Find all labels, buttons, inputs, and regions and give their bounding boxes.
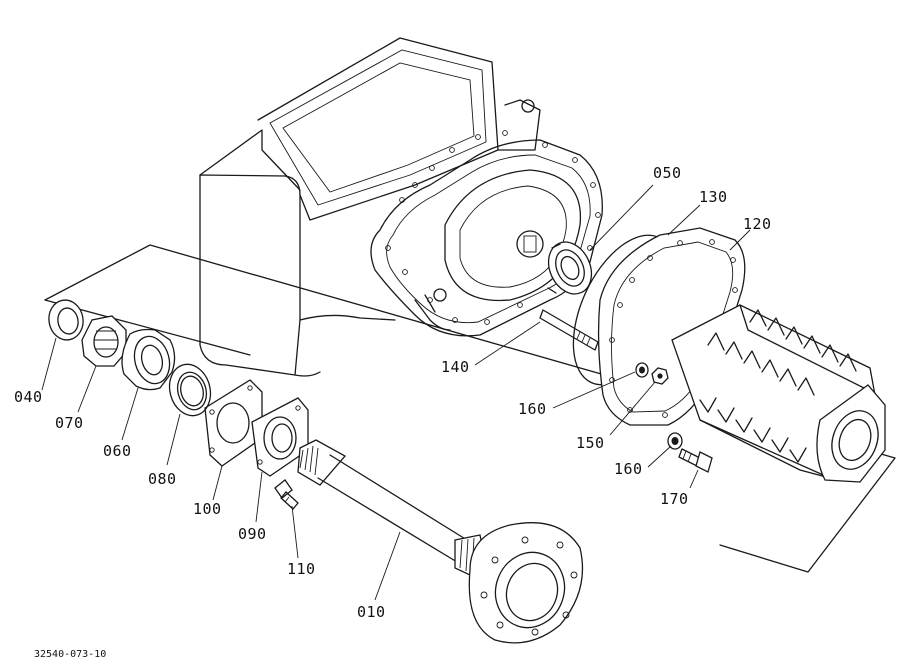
callout-060: 060 xyxy=(103,442,132,460)
case-bolt-holes xyxy=(385,130,601,325)
leader-160-lower xyxy=(647,445,672,468)
leader-090 xyxy=(255,471,263,523)
callout-110: 110 xyxy=(287,560,316,578)
leader-150 xyxy=(609,381,656,436)
part-150-nut xyxy=(651,367,669,385)
part-050-bearing xyxy=(547,241,593,295)
callout-160-lower: 160 xyxy=(614,460,643,478)
callout-090: 090 xyxy=(238,525,267,543)
part-080-oil-seal xyxy=(168,363,212,417)
leader-050 xyxy=(589,184,654,251)
callout-070: 070 xyxy=(55,414,84,432)
ground-plane-outline xyxy=(44,244,896,573)
part-060-bearing xyxy=(121,328,176,391)
leader-140 xyxy=(474,321,541,366)
callout-040: 040 xyxy=(14,388,43,406)
leader-070 xyxy=(77,365,97,413)
leader-lines xyxy=(41,184,751,601)
document-number: 32540-073-10 xyxy=(34,649,107,660)
leader-080 xyxy=(166,413,181,466)
callout-150: 150 xyxy=(576,434,605,452)
leader-160-upper xyxy=(552,371,636,409)
leader-120 xyxy=(729,229,751,251)
part-070-nut xyxy=(81,315,127,367)
transmission-case xyxy=(199,37,603,377)
leader-040 xyxy=(41,337,57,391)
leader-110 xyxy=(291,505,299,559)
leader-170 xyxy=(689,469,699,489)
part-040-seal xyxy=(48,299,84,341)
housing-cooling-fins xyxy=(699,309,857,463)
callout-140: 140 xyxy=(441,358,470,376)
leader-010 xyxy=(374,531,401,601)
callout-170: 170 xyxy=(660,490,689,508)
part-170-bolt xyxy=(678,448,713,473)
leader-100 xyxy=(212,465,223,501)
part-110-bolt xyxy=(274,479,299,510)
part-140-stud xyxy=(539,309,599,351)
callout-160-upper: 160 xyxy=(518,400,547,418)
callout-010: 010 xyxy=(357,603,386,621)
flange-bolt-holes xyxy=(609,239,738,418)
part-160-washer-lower xyxy=(667,432,683,450)
callout-100: 100 xyxy=(193,500,222,518)
callout-050: 050 xyxy=(653,164,682,182)
part-160-washer-upper xyxy=(635,362,649,378)
leader-060 xyxy=(121,387,139,441)
part-120-axle-housing xyxy=(597,227,886,483)
callout-120: 120 xyxy=(743,215,772,233)
callout-080: 080 xyxy=(148,470,177,488)
leader-130 xyxy=(667,204,701,236)
callout-130: 130 xyxy=(699,188,728,206)
part-010-axle-shaft xyxy=(297,439,584,644)
